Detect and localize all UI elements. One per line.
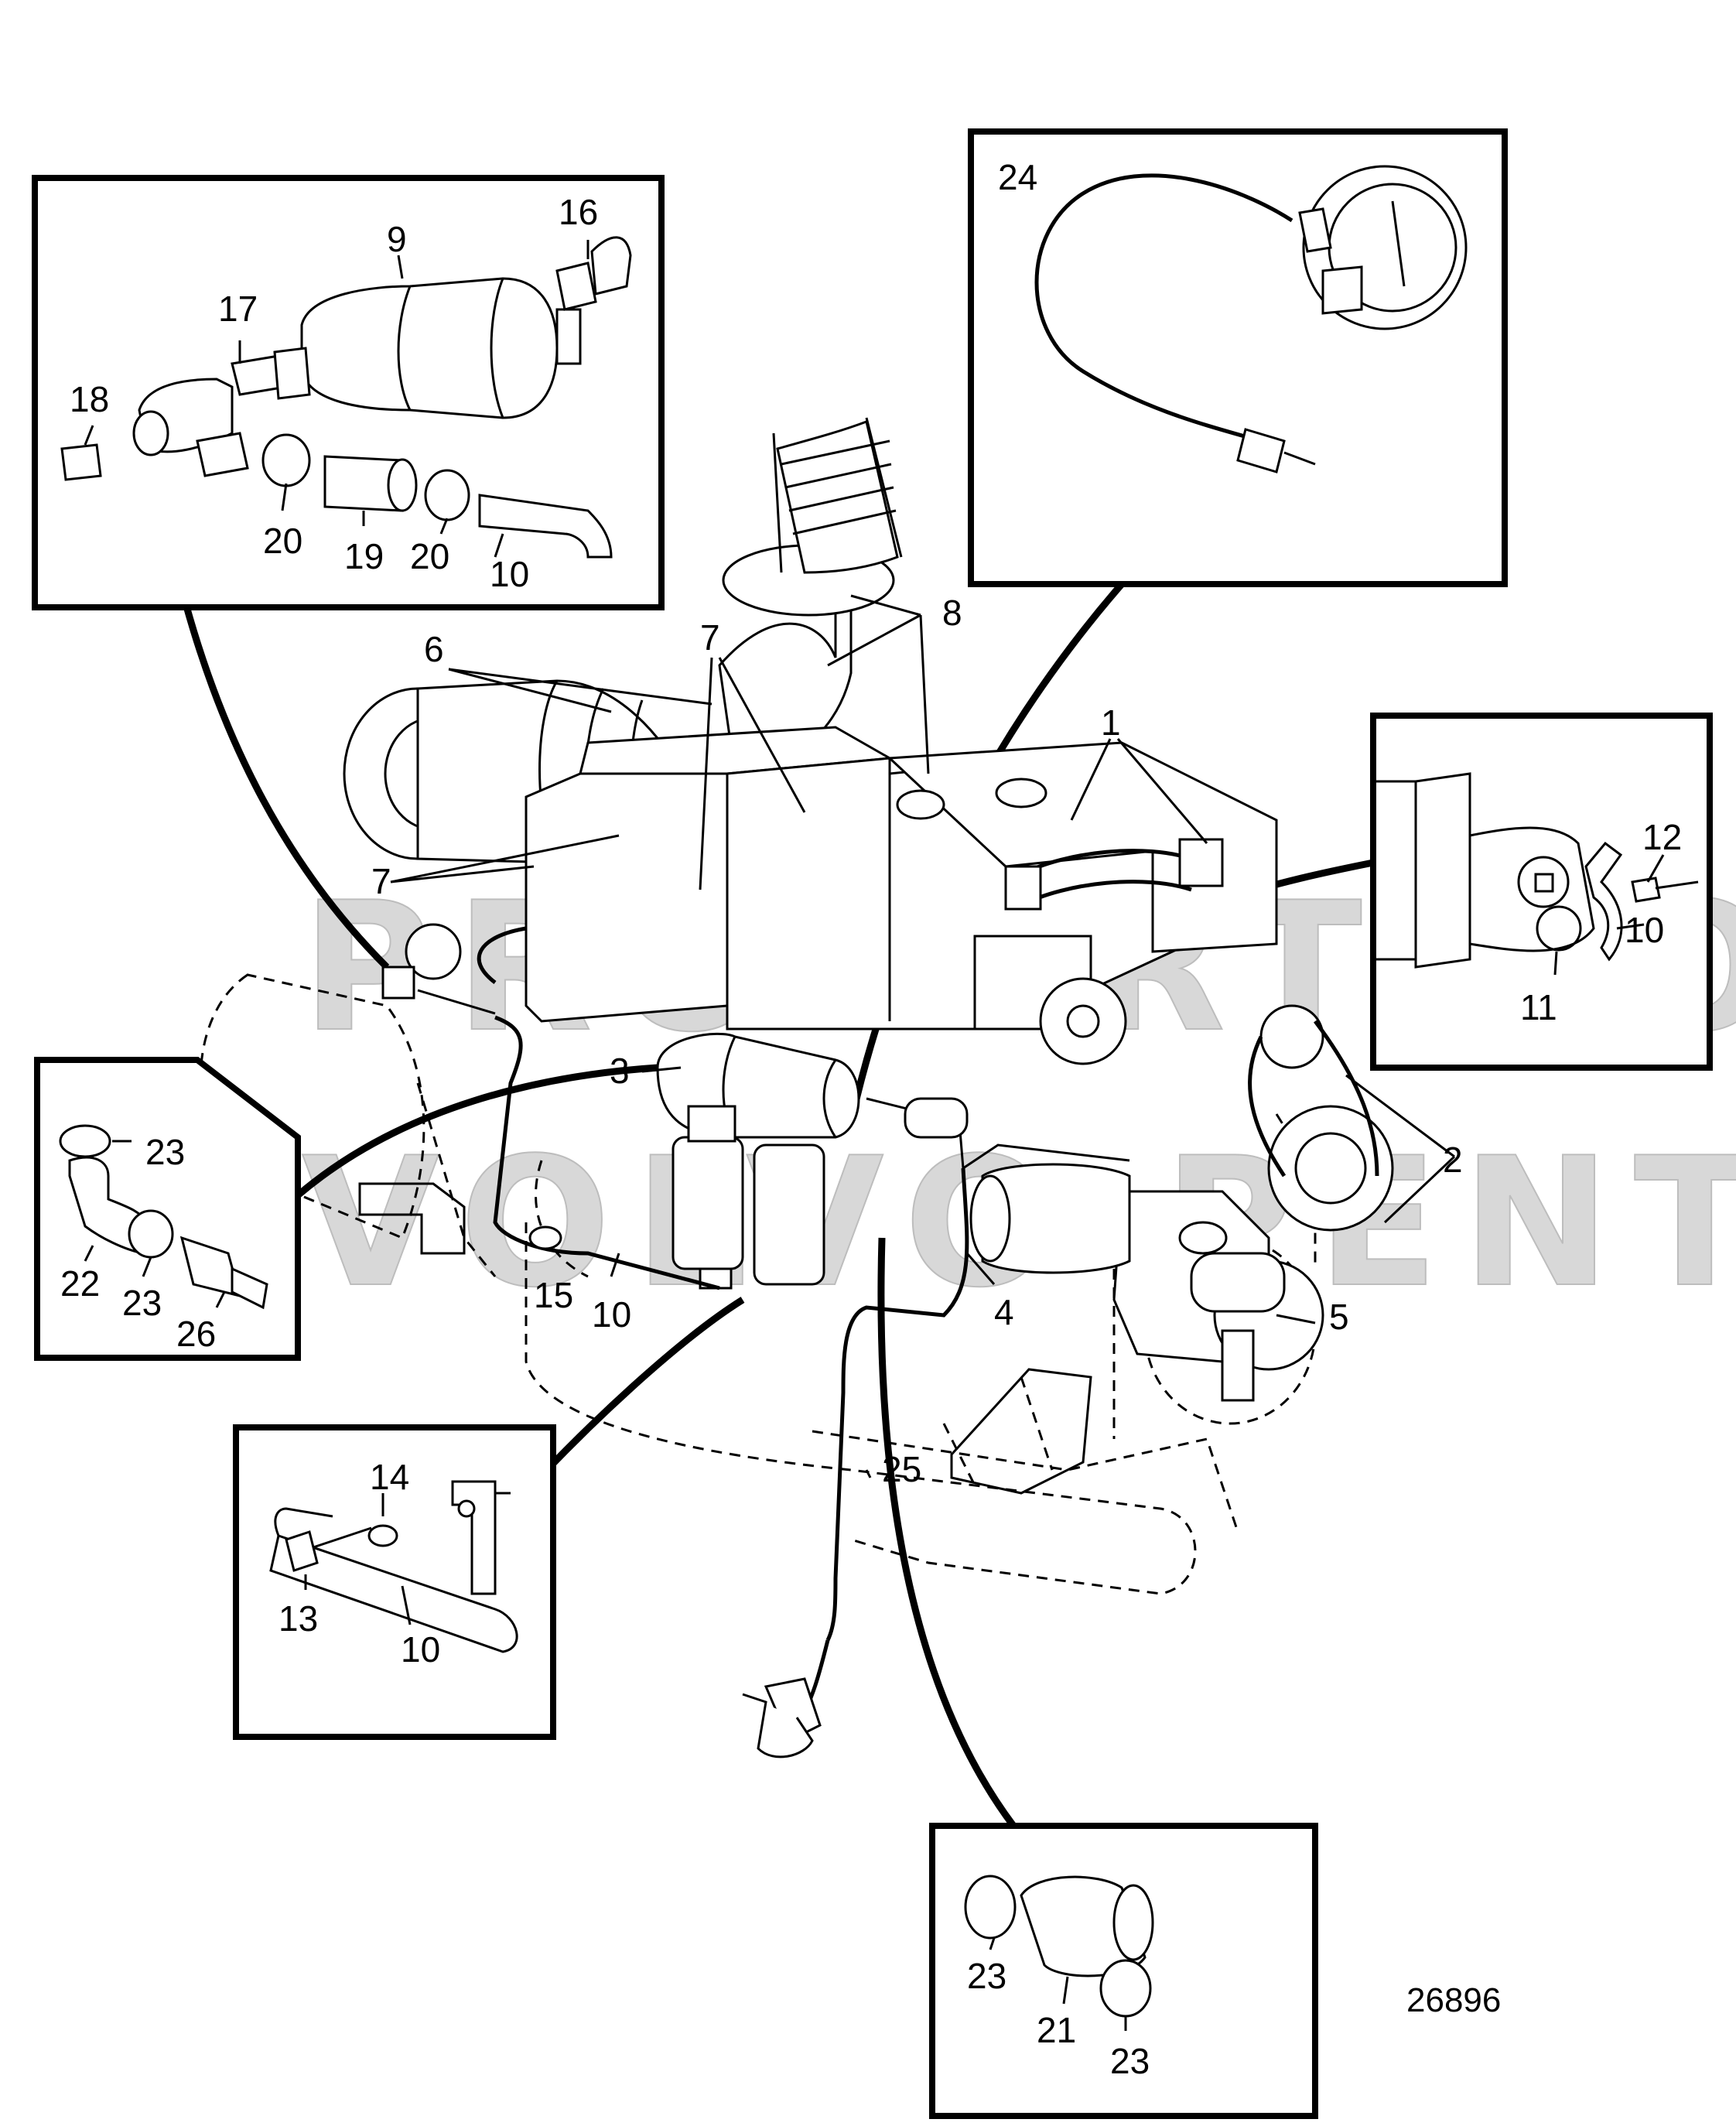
bracket-10 xyxy=(1584,841,1623,962)
right-mount xyxy=(950,1368,1092,1495)
label-15: 15 xyxy=(534,1275,573,1315)
pipe-10 xyxy=(269,1534,518,1653)
label-12: 12 xyxy=(1642,817,1682,857)
label-13: 13 xyxy=(279,1598,318,1639)
crank-pulley xyxy=(1267,1105,1394,1232)
label-6: 6 xyxy=(424,629,444,669)
label-23-bottom-left: 23 xyxy=(967,1956,1006,1996)
label-4: 4 xyxy=(994,1292,1014,1332)
detail-box-hose xyxy=(929,1823,1318,2119)
label-23-bottom-right: 23 xyxy=(1110,2041,1150,2081)
filler-cap xyxy=(896,789,945,820)
screw-12 xyxy=(1631,877,1661,903)
engine-block-outline xyxy=(525,1222,1239,1595)
label-7-lower: 7 xyxy=(371,861,391,901)
clamp-23-left xyxy=(964,1875,1017,1940)
expansion-tank xyxy=(887,741,1278,953)
leader-lines xyxy=(390,594,1456,1478)
reference-number: 26896 xyxy=(1406,1981,1501,2019)
capillary-tube xyxy=(1034,173,1293,443)
hose-21 xyxy=(1020,1875,1147,1977)
flywheel-housing xyxy=(199,973,425,1239)
label-3: 3 xyxy=(610,1051,630,1091)
detail-box-sensor xyxy=(1370,713,1713,1071)
breather-hose xyxy=(477,926,527,984)
left-mount xyxy=(358,1182,466,1255)
label-17: 17 xyxy=(218,289,258,329)
filter-canister xyxy=(300,277,559,419)
bolt-13 xyxy=(285,1530,319,1572)
label-7-upper: 7 xyxy=(700,617,720,658)
nipple-16 xyxy=(555,261,597,311)
clamp-20-right xyxy=(424,469,470,521)
label-22: 22 xyxy=(60,1263,100,1304)
hose-10 xyxy=(478,494,613,559)
washer-14 xyxy=(367,1524,398,1547)
label-2: 2 xyxy=(1443,1140,1463,1180)
label-5: 5 xyxy=(1329,1297,1349,1337)
detail-box-oil-filter xyxy=(32,175,665,610)
label-8: 8 xyxy=(942,593,962,633)
engine-assembly xyxy=(199,417,1394,1759)
clamp-23-mid xyxy=(128,1209,174,1259)
drive-belt xyxy=(1248,1020,1379,1178)
part-labels: 1 2 3 4 5 6 7 7 8 9 10 10 10 10 11 12 13… xyxy=(60,157,1682,2081)
adapter-17 xyxy=(273,347,311,400)
hose-clamp-right xyxy=(1178,838,1224,887)
fuel-filter-right xyxy=(753,1143,825,1286)
heat-exchanger-left xyxy=(525,772,729,1023)
heat-exchanger-mid xyxy=(579,726,894,775)
fuel-filter-left xyxy=(672,1136,744,1270)
label-16: 16 xyxy=(559,192,598,232)
clamp-23-right xyxy=(1099,1959,1152,2018)
label-21: 21 xyxy=(1037,2010,1076,2050)
label-9: 9 xyxy=(387,219,407,259)
label-23-left-mid: 23 xyxy=(122,1283,162,1323)
detail-box-gauge xyxy=(968,128,1508,587)
elbow-16 xyxy=(590,236,632,296)
detail-box-elbow xyxy=(34,1057,301,1361)
hose-nipple-20 xyxy=(196,432,249,477)
label-25: 25 xyxy=(882,1449,921,1489)
elbow-22 xyxy=(68,1156,149,1255)
clamp-20-left xyxy=(261,433,311,487)
oil-pipe-10 xyxy=(493,1015,720,1290)
clamp-23-top xyxy=(59,1124,111,1158)
label-10-engine: 10 xyxy=(592,1294,631,1335)
label-20-right: 20 xyxy=(410,536,449,576)
label-20-left: 20 xyxy=(263,521,302,561)
label-26: 26 xyxy=(176,1314,216,1354)
hose-25 xyxy=(825,1167,969,1642)
idler-pulley xyxy=(1259,1004,1324,1069)
label-1: 1 xyxy=(1101,702,1121,743)
label-10-right-box: 10 xyxy=(1625,910,1664,950)
callout-line-bottom xyxy=(877,1237,1017,1828)
label-10-top-box: 10 xyxy=(490,554,529,594)
gauge-connector xyxy=(1236,428,1286,473)
label-23-left-top: 23 xyxy=(145,1132,185,1172)
callout-line-top-left xyxy=(182,602,390,970)
detail-box-bracket xyxy=(233,1424,556,1740)
label-11: 11 xyxy=(1520,987,1557,1027)
o-ring-11 xyxy=(1536,905,1582,952)
label-24: 24 xyxy=(998,157,1037,197)
plug-18 xyxy=(60,443,102,481)
callout-line-left xyxy=(296,1064,658,1198)
bracket-plate xyxy=(451,1480,497,1595)
label-19: 19 xyxy=(344,536,384,576)
label-14: 14 xyxy=(370,1457,409,1497)
label-10-bracket-box: 10 xyxy=(401,1629,440,1670)
label-18: 18 xyxy=(70,379,109,419)
